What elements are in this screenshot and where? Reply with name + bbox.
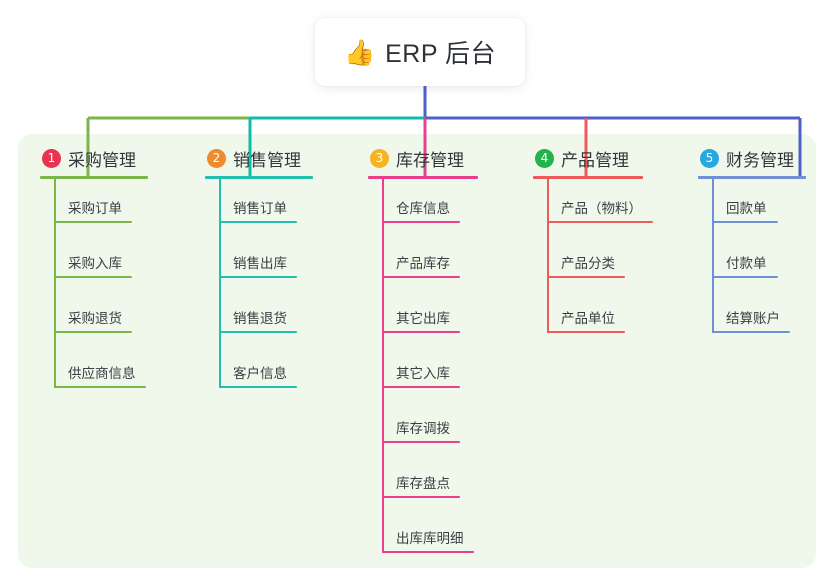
branch-label: 产品管理 — [561, 150, 629, 170]
branch-label: 销售管理 — [233, 150, 301, 170]
child-node[interactable]: 采购退货 — [54, 289, 132, 344]
child-node-label: 库存盘点 — [396, 476, 450, 491]
child-node[interactable]: 销售订单 — [219, 179, 297, 234]
child-node-label: 产品库存 — [396, 256, 450, 271]
branches-background-panel — [18, 134, 816, 568]
child-node[interactable]: 销售退货 — [219, 289, 297, 344]
child-node[interactable]: 产品（物料） — [547, 179, 653, 234]
child-node[interactable]: 产品单位 — [547, 289, 625, 344]
branch-column-库存管理: 3 库存管理仓库信息产品库存其它出库其它入库库存调拨库存盘点出库库明细 — [368, 145, 478, 553]
child-node-label: 供应商信息 — [68, 366, 136, 381]
child-node-label: 仓库信息 — [396, 201, 450, 216]
child-node-underline — [547, 276, 625, 278]
child-node-underline — [54, 331, 132, 333]
child-node-label: 采购退货 — [68, 311, 122, 326]
branch-number-badge: 3 — [370, 148, 389, 168]
branch-label: 财务管理 — [726, 150, 794, 170]
child-node-label: 销售订单 — [233, 201, 287, 216]
branch-label: 库存管理 — [396, 150, 464, 170]
root-node-label: ERP 后台 — [385, 40, 497, 68]
child-node[interactable]: 回款单 — [712, 179, 778, 234]
child-node-underline — [547, 331, 625, 333]
branch-underline — [368, 176, 478, 179]
branch-column-产品管理: 4 产品管理产品（物料） 产品分类产品单位 — [533, 145, 653, 333]
child-node-label: 结算账户 — [726, 311, 780, 326]
child-node-underline — [54, 386, 146, 388]
root-node[interactable]: 👍 ERP 后台 — [315, 18, 525, 86]
child-node-underline — [382, 551, 474, 553]
child-node-label: 产品单位 — [561, 311, 615, 326]
branch-header-销售管理[interactable]: 2 销售管理 — [205, 145, 301, 171]
branch-number-badge: 5 — [700, 148, 719, 168]
child-node-label: 客户信息 — [233, 366, 287, 381]
child-node-underline — [219, 221, 297, 223]
branch-column-采购管理: 1 采购管理采购订单采购入库采购退货供应商信息 — [40, 145, 148, 388]
child-node[interactable]: 客户信息 — [219, 344, 297, 399]
branch-header-财务管理[interactable]: 5 财务管理 — [698, 145, 794, 171]
child-node[interactable]: 产品分类 — [547, 234, 625, 289]
child-node[interactable]: 采购入库 — [54, 234, 132, 289]
child-node-label: 其它出库 — [396, 311, 450, 326]
child-node-label: 销售退货 — [233, 311, 287, 326]
child-node-label: 采购入库 — [68, 256, 122, 271]
child-node-underline — [382, 441, 460, 443]
child-node-label: 产品（物料） — [561, 201, 642, 216]
child-node[interactable]: 其它出库 — [382, 289, 460, 344]
child-node[interactable]: 出库库明细 — [382, 509, 474, 564]
child-node[interactable]: 供应商信息 — [54, 344, 146, 399]
branch-spine-line — [382, 179, 384, 553]
branch-column-销售管理: 2 销售管理销售订单销售出库销售退货客户信息 — [205, 145, 313, 388]
branch-spine-line — [547, 179, 549, 333]
child-node-underline — [547, 221, 653, 223]
branch-underline — [205, 176, 313, 179]
child-node[interactable]: 其它入库 — [382, 344, 460, 399]
child-node-label: 库存调拨 — [396, 421, 450, 436]
child-node-underline — [382, 331, 460, 333]
branch-column-财务管理: 5 财务管理回款单付款单结算账户 — [698, 145, 806, 333]
child-node-underline — [382, 276, 460, 278]
child-node[interactable]: 产品库存 — [382, 234, 460, 289]
child-node-underline — [54, 276, 132, 278]
thumbs-up-emoji: 👍 — [343, 37, 376, 67]
child-node-underline — [219, 331, 297, 333]
branch-underline — [40, 176, 148, 179]
child-node[interactable]: 库存盘点 — [382, 454, 460, 509]
branch-header-库存管理[interactable]: 3 库存管理 — [368, 145, 464, 171]
child-node[interactable]: 仓库信息 — [382, 179, 460, 234]
child-node-label: 付款单 — [726, 256, 767, 271]
child-node-underline — [219, 386, 297, 388]
branch-header-产品管理[interactable]: 4 产品管理 — [533, 145, 629, 171]
branch-number-badge: 1 — [42, 148, 61, 168]
child-node-underline — [712, 331, 790, 333]
child-node-label: 回款单 — [726, 201, 767, 216]
branch-header-采购管理[interactable]: 1 采购管理 — [40, 145, 136, 171]
child-node[interactable]: 库存调拨 — [382, 399, 460, 454]
branch-underline — [698, 176, 806, 179]
child-node-label: 产品分类 — [561, 256, 615, 271]
child-node[interactable]: 销售出库 — [219, 234, 297, 289]
child-node-underline — [382, 221, 460, 223]
child-node-label: 销售出库 — [233, 256, 287, 271]
child-node-underline — [54, 221, 132, 223]
child-node-underline — [382, 496, 460, 498]
branch-spine-line — [219, 179, 221, 388]
child-node-label: 采购订单 — [68, 201, 122, 216]
branch-label: 采购管理 — [68, 150, 136, 170]
child-node-underline — [382, 386, 460, 388]
branch-number-badge: 4 — [535, 148, 554, 168]
branch-number-badge: 2 — [207, 148, 226, 168]
child-node-underline — [219, 276, 297, 278]
child-node[interactable]: 采购订单 — [54, 179, 132, 234]
child-node-underline — [712, 221, 778, 223]
child-node[interactable]: 付款单 — [712, 234, 778, 289]
branch-underline — [533, 176, 643, 179]
child-node-label: 其它入库 — [396, 366, 450, 381]
child-node-underline — [712, 276, 778, 278]
branch-spine-line — [712, 179, 714, 333]
child-node[interactable]: 结算账户 — [712, 289, 790, 344]
child-node-label: 出库库明细 — [396, 531, 464, 546]
branch-spine-line — [54, 179, 56, 388]
